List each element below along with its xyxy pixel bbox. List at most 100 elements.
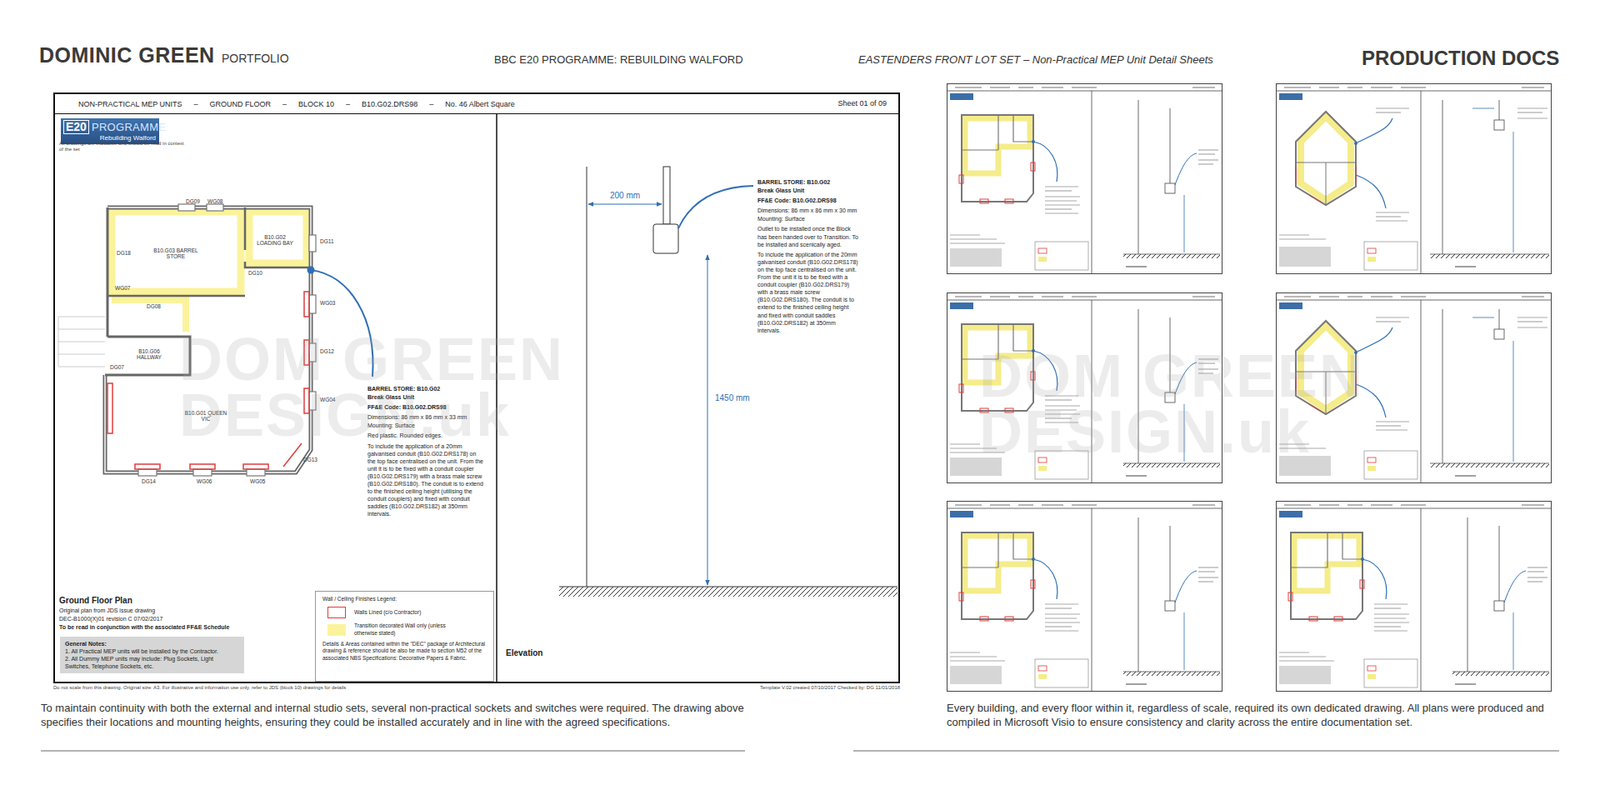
opening-tag: DG14: [141, 478, 156, 485]
portfolio-subtitle: PORTFOLIO: [221, 51, 290, 65]
sheet-header-row: NON-PRACTICAL MEP UNITS – GROUND FLOOR – BLO…: [55, 94, 899, 115]
sheet-header-text: B10.G02.DRS98: [361, 100, 418, 109]
opening-tag: WG08: [207, 198, 223, 205]
callout-note: Outlet to be installed once the Block ha…: [757, 225, 860, 248]
room-label: B10.G02 LOADING BAY: [252, 234, 298, 247]
floor-plan-part-part: [243, 464, 269, 470]
opening-tag: DG09: [185, 198, 200, 205]
watermark: DESIGN.uk: [179, 385, 511, 445]
sheet-thumbnails-part: [1275, 84, 1552, 275]
floor-plan-part-part: [309, 295, 316, 314]
sheet-header-text: –: [282, 100, 287, 109]
elevation-drawing: [559, 166, 898, 597]
dimension-label: 1450 mm: [713, 393, 752, 403]
sheet-thumbnails-part: [946, 501, 1223, 693]
caption-text: Every building, and every floor within i…: [946, 701, 1564, 730]
floor-plan-part-part: [246, 469, 265, 476]
plan-title: Ground Floor Plan: [59, 595, 343, 606]
logo-word: PROGRAMME: [91, 120, 166, 134]
legend-swatch: [327, 606, 346, 619]
opening-tag: DG13: [303, 456, 318, 463]
callout-text-group: Ground Floor PlanOriginal plan from JDS …: [59, 595, 343, 632]
floor-plan-part-part: [138, 469, 157, 476]
floor-plan-part-part: [135, 464, 160, 470]
sheet-header-text: No. 46 Albert Square: [445, 100, 515, 109]
dimension-label: 200 mm: [608, 190, 642, 200]
opening-tag: DG07: [110, 364, 125, 370]
plan-source: DEC-B1000(X)01 revision C 07/02/2017: [59, 615, 343, 623]
floor-plan-part: [111, 300, 186, 332]
callout-note: To include the application of a 20mm gal…: [367, 442, 485, 519]
floor-plan-part: [111, 211, 241, 292]
opening-tag: WG07: [115, 285, 130, 291]
elevation-drawing-part: [559, 586, 898, 597]
sheet-footer: Template V.02 created 07/10/2017 Checked…: [760, 685, 900, 690]
elevation-drawing-part: [663, 166, 670, 225]
callout-spec: Mounting: Surface: [757, 215, 860, 223]
floor-plan-part-part: [193, 469, 212, 476]
sheet-header-text: GROUND FLOOR: [210, 100, 272, 109]
rule-lines-part: [853, 750, 1560, 752]
legend-row: Walls Lined (c/o Contractor): [327, 606, 487, 619]
programme-logo: E20PROGRAMMERebuilding Walford: [60, 118, 160, 145]
plan-source: Original plan from JDS issue drawing: [59, 606, 343, 615]
sheet-header-text: –: [345, 100, 350, 109]
elevation-drawing-part: [586, 166, 588, 587]
logo-disclaimer: All drawings are indicative and should b…: [59, 140, 185, 153]
note-text: 2. All Dummy MEP units may include: Plug…: [65, 655, 240, 670]
floor-plan-part: [105, 207, 190, 375]
callout-spec: Dimensions: 86 mm x 86 mm x 30 mm: [757, 206, 860, 215]
legend-row: Transition decorated Wall only (unless o…: [327, 622, 487, 636]
floor-plan-part: [249, 211, 307, 264]
opening-tag: WG06: [196, 478, 212, 485]
note-text: 1. All Practical MEP units will be insta…: [65, 647, 240, 655]
caption-text: To maintain continuity with both the ext…: [40, 701, 750, 730]
floor-plan-part-part: [309, 235, 316, 252]
sheet-header-text: NON-PRACTICAL MEP UNITS: [78, 100, 183, 109]
sheet-thumbnails: [946, 84, 1552, 693]
opening-tag: DG08: [146, 303, 161, 310]
portfolio-title: DOMINIC GREEN: [39, 43, 215, 68]
callout-text-group: BARREL STORE: B10.G02Break Glass UnitFF&…: [757, 178, 860, 337]
floor-plan-part: [307, 266, 315, 275]
legend-text: Transition decorated Wall only (unless o…: [354, 622, 446, 636]
opening-tag: WG05: [250, 478, 265, 485]
opening-tag: DG11: [320, 238, 335, 245]
floor-plan-part-part: [178, 204, 195, 211]
callout-code: FF&E Code: B10.G02.DRS98: [757, 196, 860, 205]
sheet-header-text: BLOCK 10: [298, 100, 335, 109]
sheet-thumbnails-part: [946, 84, 1223, 275]
floor-plan-part-part: [190, 464, 215, 470]
view-title: Elevation: [505, 648, 543, 658]
legend-heading: Wall / Ceiling Finishes Legend:: [322, 595, 487, 603]
opening-tag: DG10: [248, 270, 263, 276]
callout-note: To include the application of the 20mm g…: [757, 250, 860, 335]
elevation-drawing-part: [707, 255, 709, 585]
floor-plan-part: [107, 207, 311, 296]
elevation-drawing-part: [588, 204, 662, 205]
floor-plan-part-part: [283, 443, 302, 467]
rule-lines: [40, 750, 1560, 752]
opening-tag: DG18: [116, 250, 131, 256]
legend-swatch: [327, 624, 346, 636]
opening-tag: WG03: [320, 300, 335, 306]
section-title: PRODUCTION DOCS: [1361, 46, 1560, 70]
callout-subheading: Break Glass Unit: [757, 186, 860, 195]
sheet-thumbnails-part: [1275, 501, 1552, 693]
elevation-drawing-part: [653, 224, 679, 254]
legend-text: Walls Lined (c/o Contractor): [354, 609, 446, 616]
plan-instruction: To be read in conjunction with the assoc…: [59, 623, 343, 631]
legend-box: Wall / Ceiling Finishes Legend: Walls Lin…: [315, 590, 495, 682]
watermark: DOM GREEN: [979, 345, 1365, 406]
rule-lines-part: [40, 750, 745, 752]
floor-plan-part: [58, 316, 105, 367]
logo-mark: E20: [63, 120, 90, 135]
floor-plan-part-part: [107, 383, 113, 434]
sheet-footer: Do not scale from this drawing. Original…: [53, 685, 346, 690]
room-label: B10.G06 HALLWAY: [126, 348, 172, 361]
general-notes-box: General Notes:1. All Practical MEP units…: [60, 636, 245, 674]
room-label: B10.G03 BARREL STORE: [153, 247, 199, 260]
watermark: DOM GREEN: [179, 329, 565, 390]
sheet-number: Sheet 01 of 09: [837, 99, 887, 108]
